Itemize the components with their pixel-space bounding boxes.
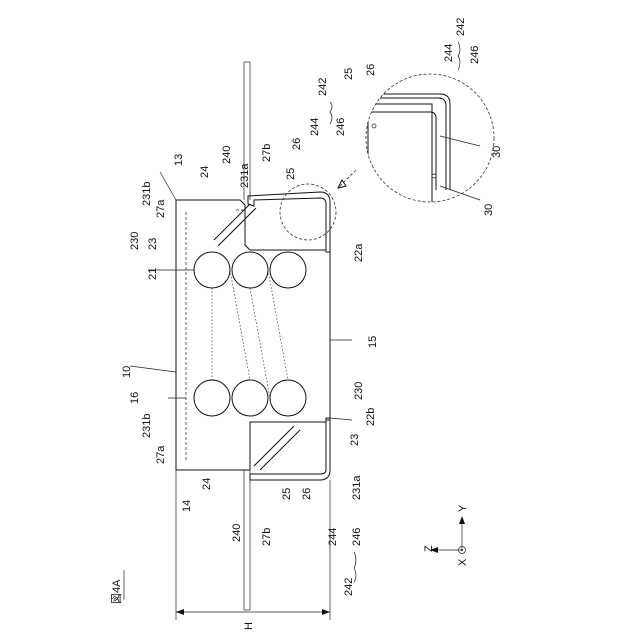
label-26-bottom: 26 [301, 488, 313, 500]
winding-lines [212, 270, 288, 398]
label-246-detail: 246 [469, 46, 481, 64]
label-25-bottom: 25 [281, 488, 293, 500]
wedge-top-inner [218, 208, 256, 246]
label-25-top: 25 [285, 168, 297, 180]
label-231b-bottom: 231b [141, 414, 153, 438]
label-242-bottom: 242 [343, 578, 355, 596]
brace-242-detail [458, 42, 460, 70]
label-22b: 22b [365, 408, 377, 426]
label-27b-top: 27b [261, 144, 273, 162]
figure-title: 図4A [110, 579, 123, 604]
label-23-top: 23 [147, 238, 159, 250]
label-13: 13 [173, 154, 185, 166]
conductor-group-top [194, 252, 306, 288]
conductor-group-bottom [194, 380, 306, 416]
label-231a-top: 231a [239, 163, 251, 188]
label-30-b: 30 [483, 204, 495, 216]
conductor [232, 252, 268, 288]
label-24-bottom: 24 [201, 478, 213, 490]
label-240-top: 240 [221, 146, 233, 164]
label-25-detail: 25 [343, 68, 355, 80]
label-242-top: 242 [317, 78, 329, 96]
label-244-top: 244 [309, 118, 321, 136]
label-230-bottom: 230 [353, 382, 365, 400]
label-246-bottom: 246 [351, 528, 363, 546]
label-240-bottom: 240 [231, 524, 243, 542]
label-26-top: 26 [291, 138, 303, 150]
label-22a: 22a [353, 243, 365, 262]
label-23-bottom: 23 [349, 434, 361, 446]
conductor [232, 380, 268, 416]
dimension-h-label: H [243, 622, 255, 630]
conductor [270, 252, 306, 288]
axis-y-label: Y [457, 504, 469, 512]
label-24-top: 24 [199, 166, 211, 178]
terminal-plate-bottom [250, 418, 330, 480]
label-242-detail: 242 [455, 18, 467, 36]
conductor [194, 380, 230, 416]
wedge-bottom-inner [254, 426, 294, 466]
label-26-detail: 26 [365, 64, 377, 76]
label-21: 21 [147, 268, 159, 280]
label-15: 15 [367, 336, 379, 348]
axis-z-label: Z [423, 545, 435, 552]
label-246-top: 246 [335, 118, 347, 136]
lead-pin [244, 62, 250, 610]
wedge-bottom [260, 430, 300, 470]
leader-lines [130, 136, 480, 420]
terminal-plate-top [248, 192, 330, 252]
label-16: 16 [129, 392, 141, 404]
label-244-detail: 244 [443, 44, 455, 62]
label-231b-top: 231b [141, 182, 153, 206]
label-231a-bottom: 231a [351, 475, 363, 500]
label-10: 10 [121, 366, 133, 378]
label-27a-bottom: 27a [155, 445, 167, 464]
conductor [194, 252, 230, 288]
axes-indicator [430, 516, 466, 554]
detail-view [338, 74, 494, 220]
label-30-a: 30 [491, 146, 503, 158]
label-244-bottom: 244 [327, 528, 339, 546]
label-27b-bottom: 27b [261, 528, 273, 546]
label-230-top: 230 [129, 232, 141, 250]
brace-242-bottom [354, 552, 356, 582]
label-27a-top: 27a [155, 199, 167, 218]
axis-x-label: X [457, 558, 469, 566]
conductor [270, 380, 306, 416]
component-body [176, 200, 330, 470]
brace-242-top [330, 102, 332, 124]
label-14: 14 [181, 500, 193, 512]
